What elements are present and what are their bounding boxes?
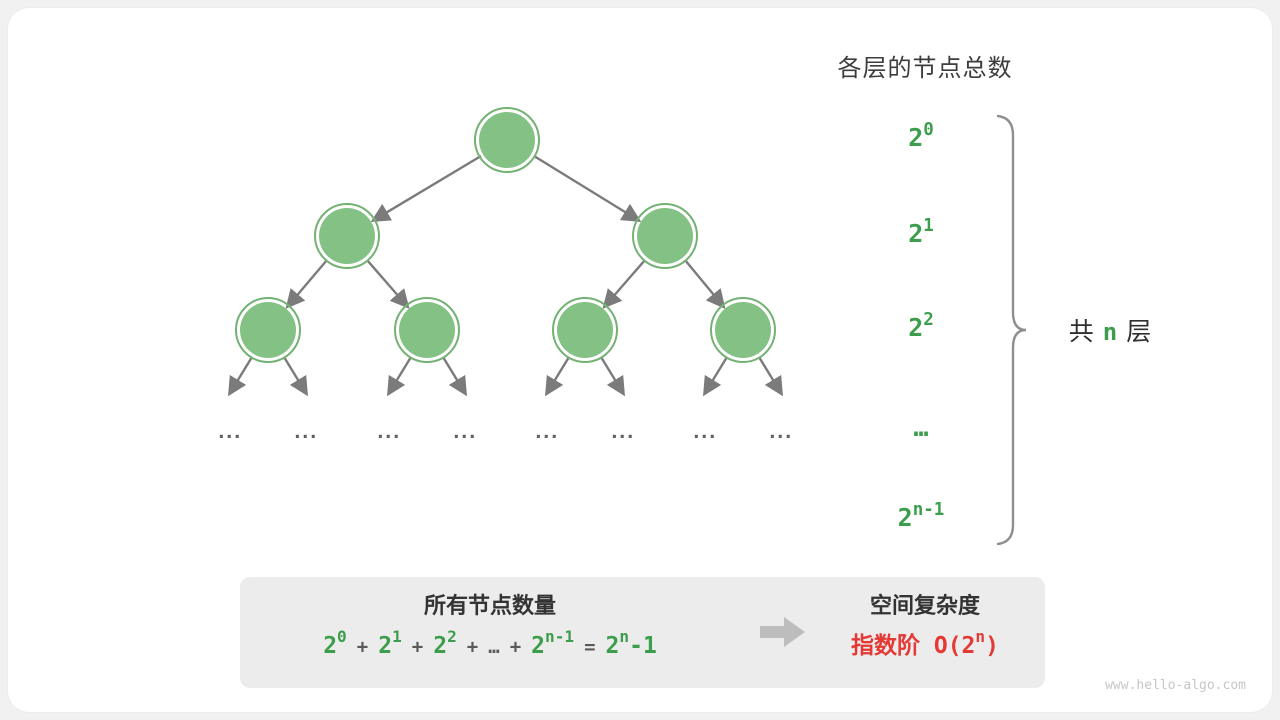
tree-nodes xyxy=(235,107,776,363)
leaf-arrows xyxy=(227,356,784,397)
formula-operator: + xyxy=(356,636,369,658)
tree-node xyxy=(632,203,698,269)
implies-arrow-icon xyxy=(760,617,805,647)
formula-operator: + xyxy=(509,636,522,658)
tree-node xyxy=(474,107,540,173)
tree-edges xyxy=(285,154,726,309)
level-label-n-1: 2n-1 xyxy=(897,499,945,532)
svg-text:...: ... xyxy=(535,423,559,443)
formula-result: 2n-1 xyxy=(605,627,657,659)
total-layers-variable: n xyxy=(1102,318,1118,346)
summary-box: 所有节点数量 20 + 21 + 22 + … + 2n-1 = 2n-1 空间… xyxy=(240,577,1045,688)
tree-node xyxy=(235,297,301,363)
levels-column-title: 各层的节点总数 xyxy=(837,54,1013,82)
tree-node xyxy=(314,203,380,269)
formula-ellipsis: … xyxy=(488,636,500,658)
node-count-block: 所有节点数量 20 + 21 + 22 + … + 2n-1 = 2n-1 xyxy=(270,592,710,662)
space-complexity-value: 指数阶 O(2n) xyxy=(851,627,999,659)
formula-term: 22 xyxy=(433,627,457,659)
level-label-0: 20 xyxy=(908,119,934,152)
svg-text:...: ... xyxy=(769,423,793,443)
svg-text:...: ... xyxy=(693,423,717,443)
tree-node xyxy=(394,297,460,363)
space-complexity-block: 空间复杂度 指数阶 O(2n) xyxy=(800,592,1050,661)
total-layers-suffix: 层 xyxy=(1126,317,1152,346)
formula-term: 21 xyxy=(378,627,402,659)
formula-operator: + xyxy=(466,636,479,658)
level-label-ellipsis: … xyxy=(913,413,929,442)
formula-operator: + xyxy=(411,636,424,658)
svg-text:...: ... xyxy=(294,423,318,443)
watermark: www.hello-algo.com xyxy=(1105,678,1246,693)
level-label-2: 22 xyxy=(908,309,934,342)
layers-brace xyxy=(996,114,1027,546)
svg-text:...: ... xyxy=(611,423,635,443)
formula-term: 2n-1 xyxy=(531,627,575,659)
space-complexity-title: 空间复杂度 xyxy=(869,594,980,619)
total-layers-prefix: 共 xyxy=(1068,317,1094,346)
tree-node xyxy=(552,297,618,363)
node-count-formula: 20 + 21 + 22 + … + 2n-1 = 2n-1 xyxy=(270,627,710,662)
tree-node xyxy=(710,297,776,363)
svg-text:...: ... xyxy=(453,423,477,443)
formula-equals: = xyxy=(584,636,596,658)
level-label-1: 21 xyxy=(908,215,934,248)
total-layers-label: 共 n 层 xyxy=(1040,312,1180,348)
formula-term: 20 xyxy=(323,627,347,659)
node-count-title: 所有节点数量 xyxy=(423,594,556,619)
svg-text:...: ... xyxy=(218,423,242,443)
leaf-ellipses: ... ... ... ... ... ... ... ... xyxy=(218,423,793,443)
svg-text:...: ... xyxy=(377,423,401,443)
